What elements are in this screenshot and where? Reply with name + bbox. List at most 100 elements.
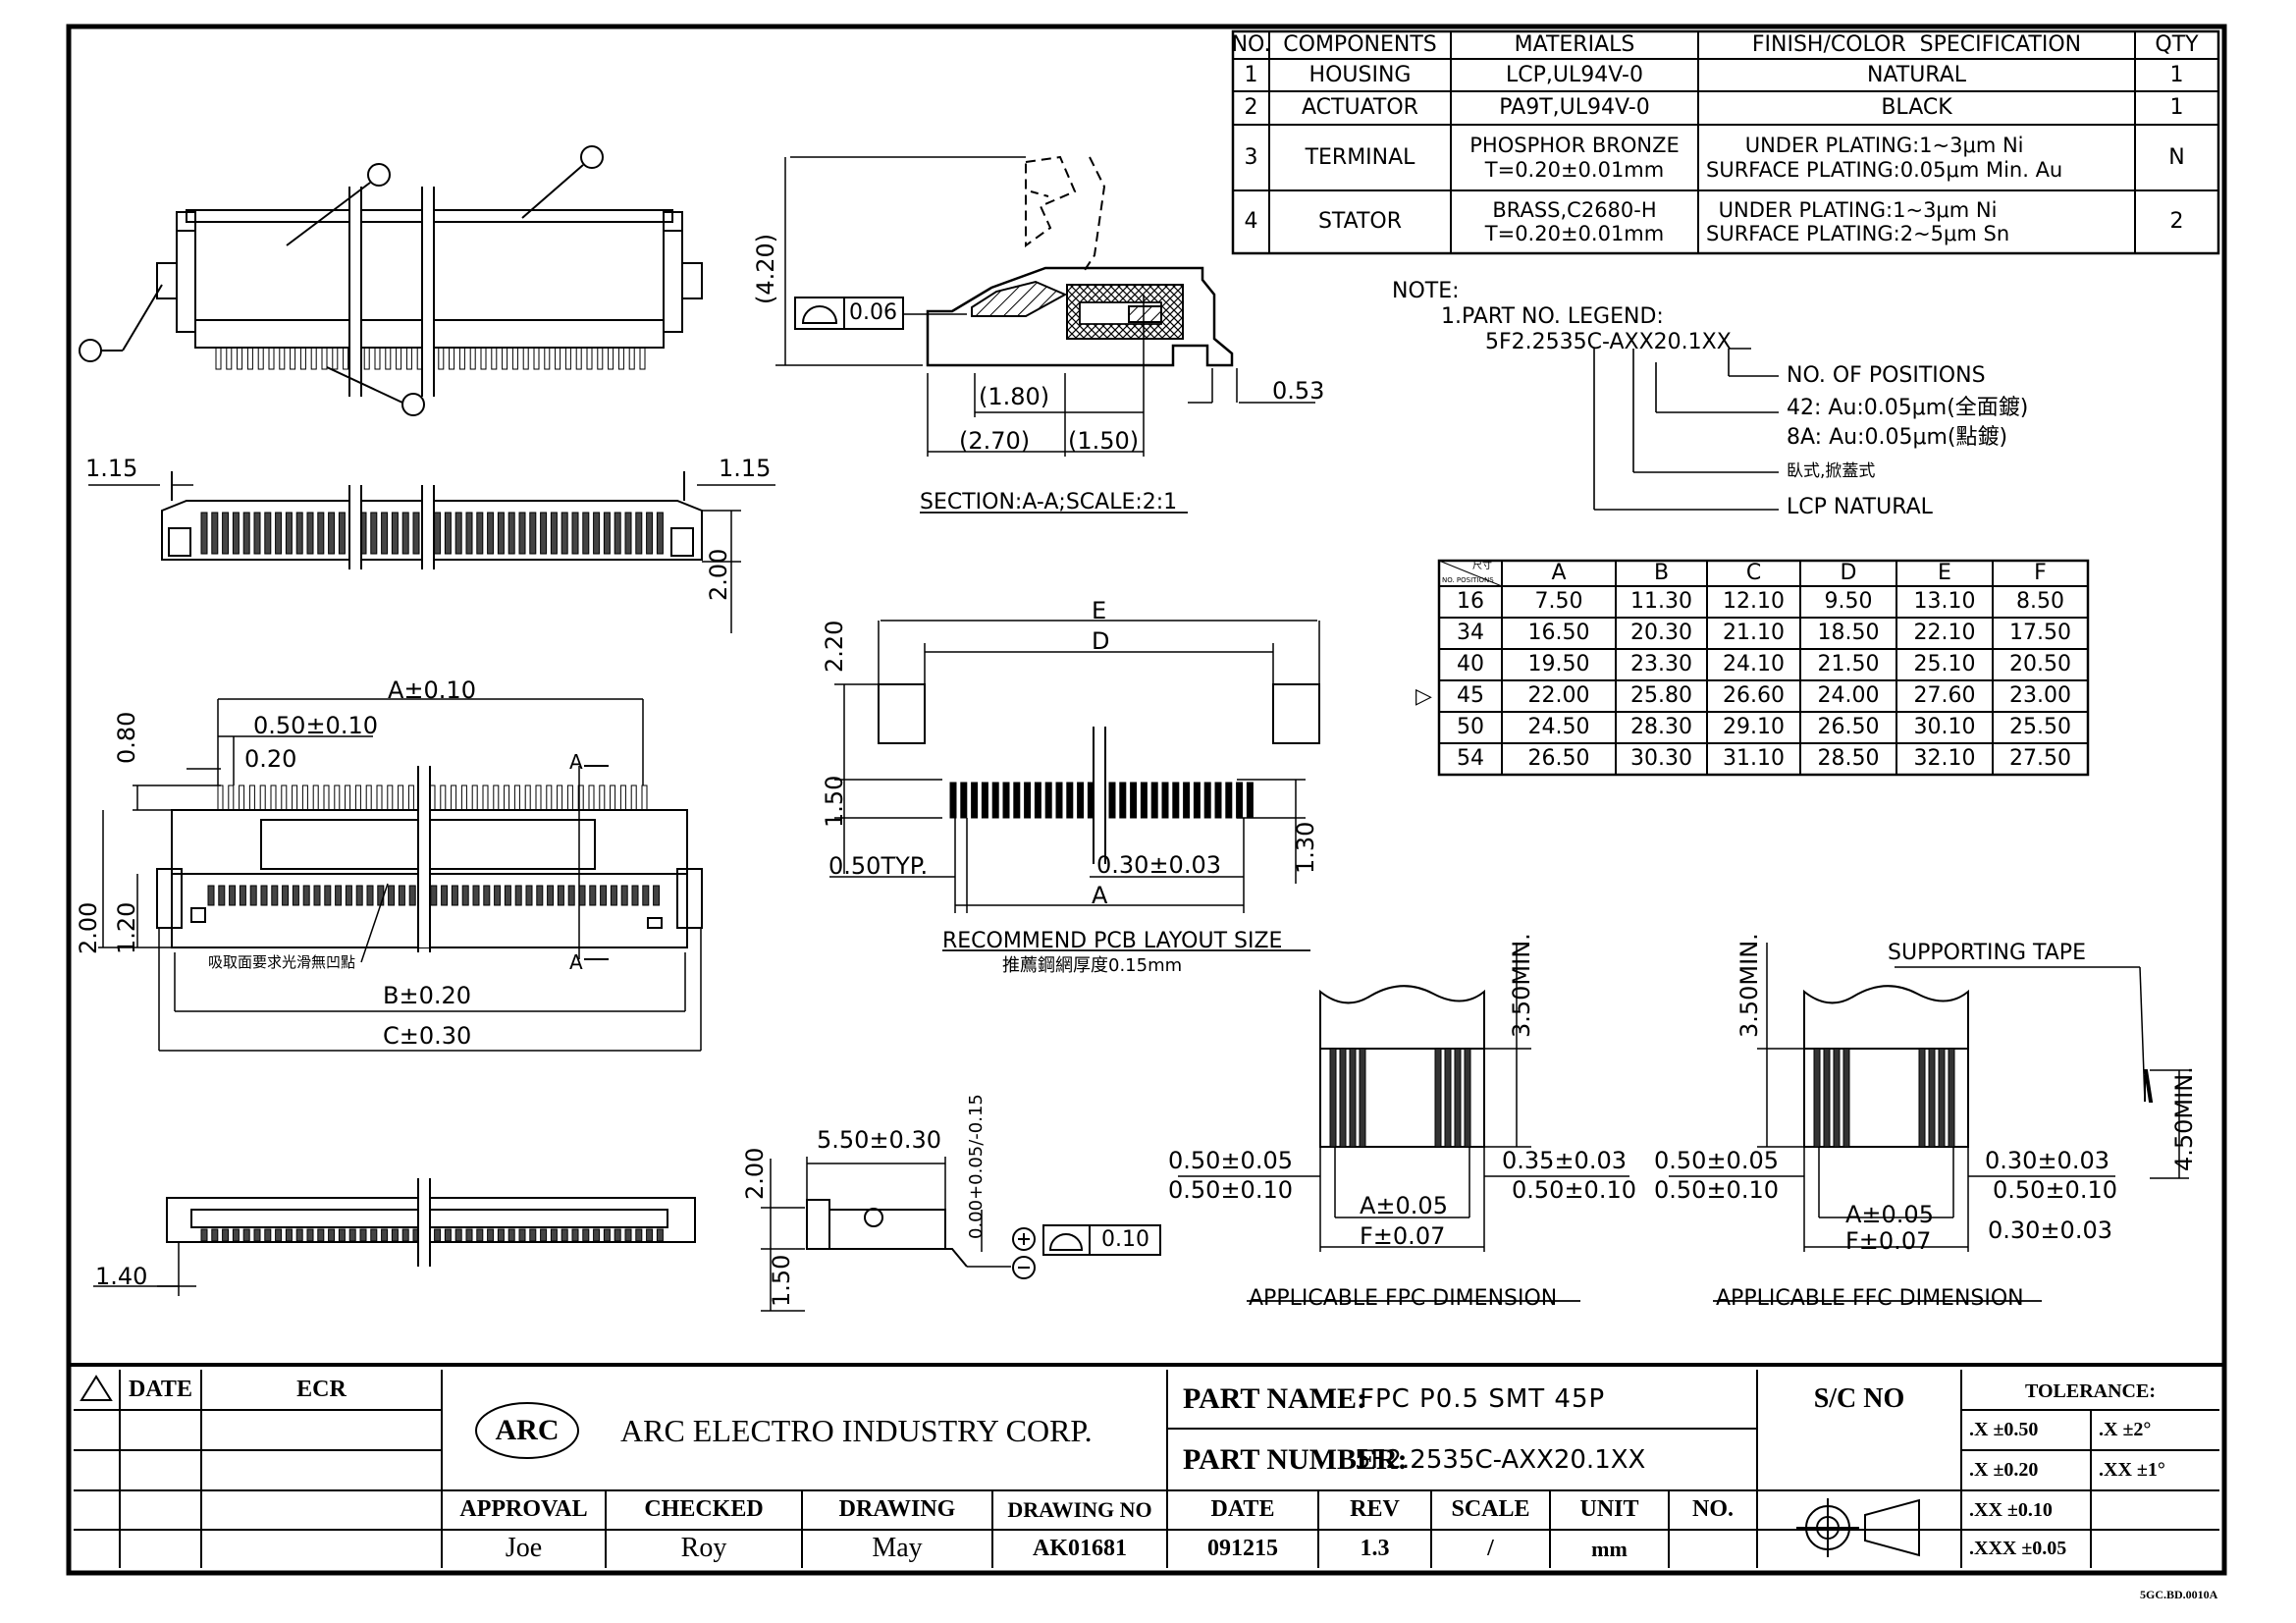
- pin-mark: [529, 1228, 537, 1242]
- pin-mark: [1077, 782, 1085, 819]
- pin-mark: [483, 885, 491, 906]
- dim-table-value: 8.50: [2016, 589, 2064, 615]
- dim-table-value: 13.10: [1913, 589, 1976, 615]
- pin-mark: [370, 1228, 378, 1242]
- dim-1-15-left: 1.15: [85, 455, 138, 482]
- dim-table-corner-top: 尺寸: [1472, 561, 1492, 571]
- bom-row2-component: ACTUATOR: [1302, 95, 1418, 121]
- pin-mark: [211, 512, 219, 555]
- pin-mark: [1066, 782, 1074, 819]
- pin-mark: [257, 347, 264, 370]
- fpc-dim-0-35: 0.35±0.03: [1502, 1147, 1627, 1174]
- bom-header-finish: FINISH/COLOR SPECIFICATION: [1751, 32, 2082, 58]
- pin-mark: [301, 784, 308, 811]
- pin-mark: [317, 1228, 325, 1242]
- pin-mark: [610, 784, 616, 811]
- title-block-grid: [74, 1370, 2219, 1568]
- pin-mark: [1193, 782, 1201, 819]
- dim-table-value: 17.50: [2009, 621, 2071, 646]
- dim-table-positions: 54: [1457, 746, 1484, 772]
- pin-mark: [1813, 1048, 1821, 1148]
- pin-mark: [507, 1228, 515, 1242]
- dim-table-value: 23.30: [1630, 652, 1692, 677]
- bom-row3-component: TERMINAL: [1305, 144, 1415, 170]
- pin-mark: [588, 784, 595, 811]
- pin-mark: [306, 1228, 314, 1242]
- pin-mark: [444, 1228, 452, 1242]
- pin-mark: [370, 512, 378, 555]
- pin-mark: [324, 885, 332, 906]
- dim-table-value: 28.30: [1630, 715, 1692, 740]
- pin-mark: [295, 1228, 303, 1242]
- bom-header-materials: MATERIALS: [1514, 32, 1635, 58]
- pin-mark: [1055, 782, 1063, 819]
- legend-42: 42: Au:0.05μm(全面鍍): [1787, 396, 2029, 420]
- legend-style: 臥式,掀蓋式: [1787, 461, 1876, 481]
- dim-table-value: 9.50: [1824, 589, 1873, 615]
- pin-mark: [460, 784, 467, 811]
- dim-table-value: 20.50: [2009, 652, 2071, 677]
- pcb-layout: [829, 620, 1320, 951]
- pin-mark: [317, 512, 325, 555]
- pin-mark: [540, 512, 548, 555]
- pin-mark: [497, 1228, 505, 1242]
- sec-dim-0-06: 0.06: [849, 300, 897, 325]
- bom-header-no: NO.: [1231, 32, 1271, 58]
- pin-mark: [264, 512, 272, 555]
- pin-mark: [497, 512, 505, 555]
- pin-mark: [366, 885, 374, 906]
- ffc-dim-0-50-0-05: 0.50±0.05: [1654, 1147, 1779, 1174]
- pin-mark: [1236, 782, 1244, 819]
- dim-table-header-a: A: [1551, 561, 1567, 586]
- bom-row3-qty: N: [2168, 144, 2185, 170]
- pin-mark: [451, 885, 458, 906]
- pin-mark: [239, 784, 245, 811]
- pin-mark: [630, 784, 637, 811]
- pcb-dim-2-20: 2.20: [821, 620, 848, 673]
- pin-mark: [571, 512, 579, 555]
- sd-dim-2-00: 2.00: [741, 1147, 769, 1200]
- pin-mark: [365, 784, 372, 811]
- pin-mark: [1823, 1048, 1831, 1148]
- checked-value: Roy: [680, 1533, 727, 1564]
- pin-mark: [1444, 1048, 1452, 1148]
- pin-mark: [249, 885, 257, 906]
- unit-label: UNIT: [1579, 1496, 1639, 1523]
- pin-mark: [1454, 1048, 1462, 1148]
- pin-mark: [617, 347, 624, 370]
- pin-mark: [619, 784, 626, 811]
- pin-mark: [461, 885, 469, 906]
- dim-table-value: 21.50: [1817, 652, 1880, 677]
- pin-mark: [391, 1228, 399, 1242]
- pin-mark: [525, 885, 533, 906]
- pin-mark: [259, 784, 266, 811]
- bom-row3-material: PHOSPHOR BRONZE T=0.20±0.01mm: [1469, 134, 1680, 182]
- no-label: NO.: [1692, 1496, 1734, 1523]
- pin-mark: [334, 784, 341, 811]
- rev-value: 1.3: [1360, 1535, 1390, 1561]
- pin-mark: [593, 512, 601, 555]
- section-title: SECTION:A-A;SCALE:2:1: [920, 490, 1178, 514]
- pin-mark: [237, 347, 243, 370]
- pin-mark: [295, 512, 303, 555]
- pin-mark: [299, 347, 306, 370]
- pin-mark: [232, 1228, 240, 1242]
- tolerance-3: .X ±0.20: [1969, 1459, 2039, 1481]
- dim-table-value: 7.50: [1534, 589, 1583, 615]
- section-a-a: [775, 155, 1315, 514]
- pin-mark: [1024, 782, 1032, 819]
- pin-mark: [599, 784, 606, 811]
- pin-mark: [275, 1228, 283, 1242]
- bom-row2-no: 2: [1244, 95, 1258, 121]
- sec-dim-4-20: (4.20): [752, 233, 779, 304]
- pin-mark: [434, 1228, 442, 1242]
- pin-mark: [1119, 782, 1127, 819]
- legend-leaders: [1593, 348, 1779, 511]
- dim-table-value: 29.10: [1723, 715, 1785, 740]
- pcb-dim-e: E: [1092, 597, 1107, 624]
- pin-mark: [207, 885, 215, 906]
- note-legend-title: 1.PART NO. LEGEND:: [1441, 304, 1664, 329]
- ffc-title: APPLICABLE FFC DIMENSION: [1716, 1286, 2024, 1311]
- pin-mark: [253, 1228, 261, 1242]
- pin-mark: [226, 347, 233, 370]
